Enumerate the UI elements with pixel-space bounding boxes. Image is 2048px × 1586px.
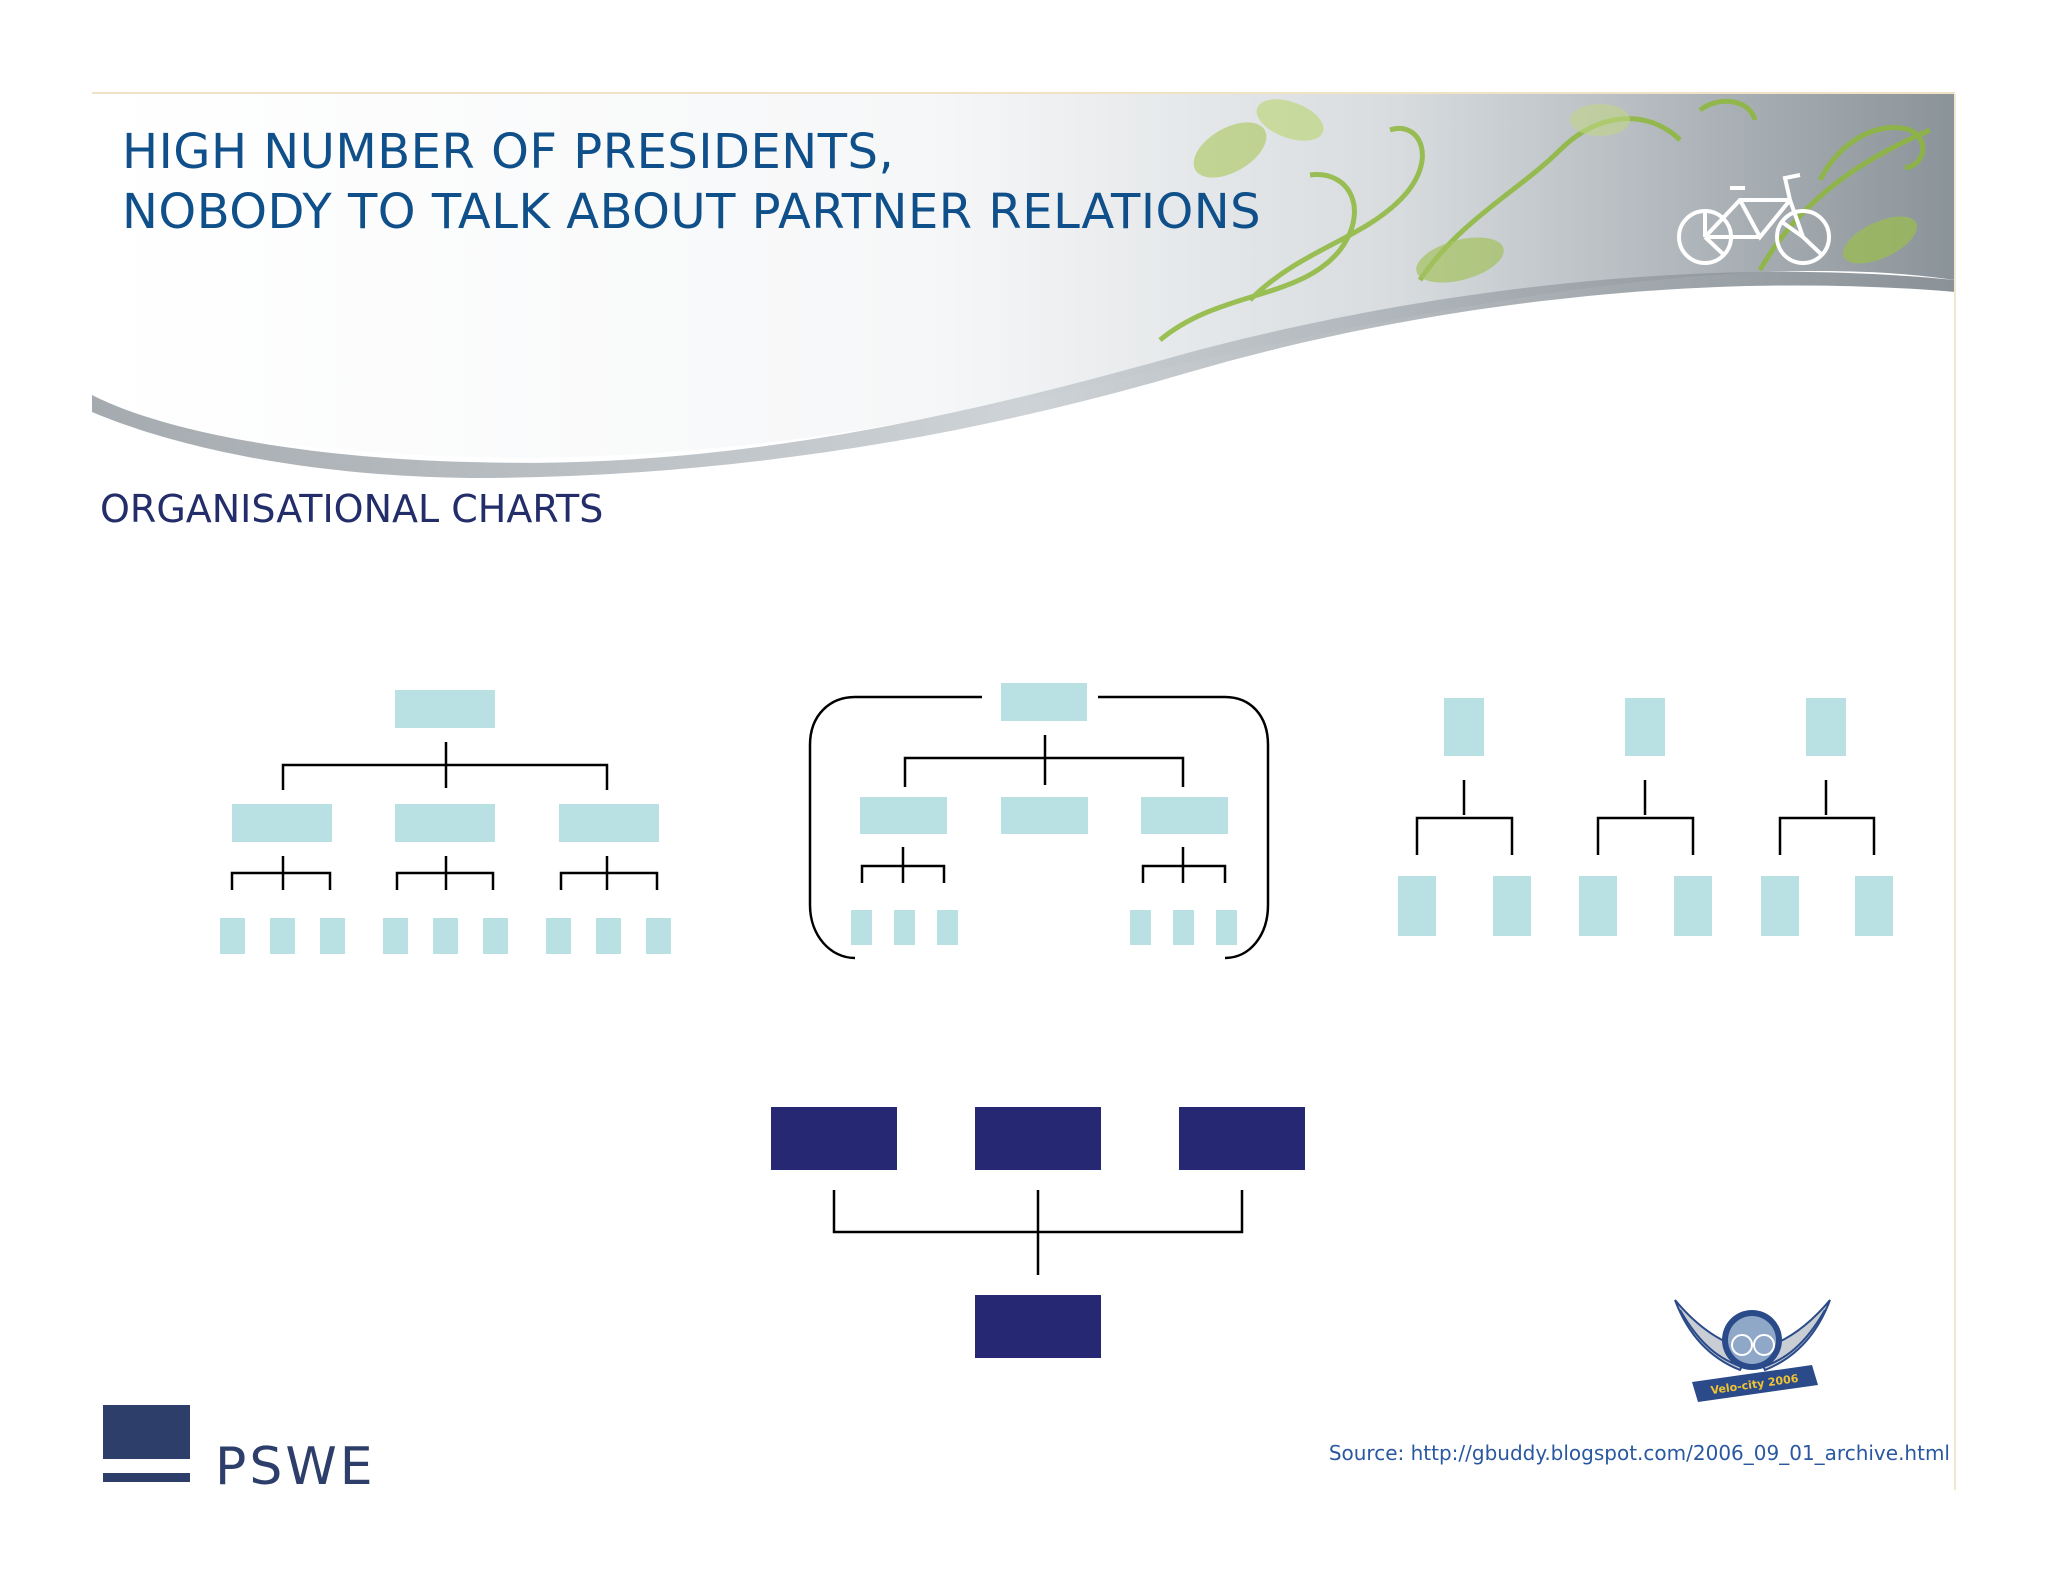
president-box [771, 1107, 897, 1170]
leaf-box [320, 918, 345, 954]
leaf-box [220, 918, 245, 954]
leaf-box [1173, 910, 1194, 945]
org-chart-multiple-presidents [1398, 698, 1893, 936]
leaf-box [433, 918, 458, 954]
floral-decoration-icon [1158, 98, 1931, 342]
mid-box [559, 804, 659, 842]
velo-city-badge-icon: Velo-city 2006 [1674, 1299, 1831, 1402]
president-box [975, 1107, 1101, 1170]
leaf-box [646, 918, 671, 954]
leaf-box [894, 910, 915, 945]
top-box [1806, 698, 1846, 756]
leaf-box [1579, 876, 1617, 936]
top-box [1625, 698, 1665, 756]
title-line-1: HIGH NUMBER OF PRESIDENTS, [122, 124, 895, 180]
subordinate-box [975, 1295, 1101, 1358]
org-chart-bracketed [808, 683, 1270, 960]
leaf-box [270, 918, 295, 954]
leaf-box [1493, 876, 1531, 936]
pswe-logo-text: PSWE [215, 1437, 376, 1497]
leaf-box [851, 910, 872, 945]
mid-box [860, 797, 947, 834]
top-box [1444, 698, 1484, 756]
bicycle-icon [1677, 173, 1831, 265]
leaf-box [383, 918, 408, 954]
header-banner [92, 92, 1956, 1490]
leaf-box [1855, 876, 1893, 936]
leaf-box [1398, 876, 1436, 936]
org-chart-hierarchy [220, 690, 671, 954]
leaf-box [937, 910, 958, 945]
top-box [395, 690, 495, 728]
mid-box [1141, 797, 1228, 834]
leaf-box [1130, 910, 1151, 945]
mid-box [395, 804, 495, 842]
leaf-box [1216, 910, 1237, 945]
title-line-2: NOBODY TO TALK ABOUT PARTNER RELATIONS [122, 184, 1262, 240]
pswe-logo-icon [103, 1405, 190, 1482]
mid-box [1001, 797, 1088, 834]
leaf-box [596, 918, 621, 954]
leaf-box [1674, 876, 1712, 936]
leaf-box [1761, 876, 1799, 936]
source-citation: Source: http://gbuddy.blogspot.com/2006_… [1328, 1441, 1950, 1465]
leaf-box [483, 918, 508, 954]
top-box [1001, 683, 1087, 721]
president-box [1179, 1107, 1305, 1170]
mid-box [232, 804, 332, 842]
leaf-box [546, 918, 571, 954]
org-chart-inverted [771, 1107, 1305, 1358]
section-subtitle: ORGANISATIONAL CHARTS [100, 487, 604, 531]
